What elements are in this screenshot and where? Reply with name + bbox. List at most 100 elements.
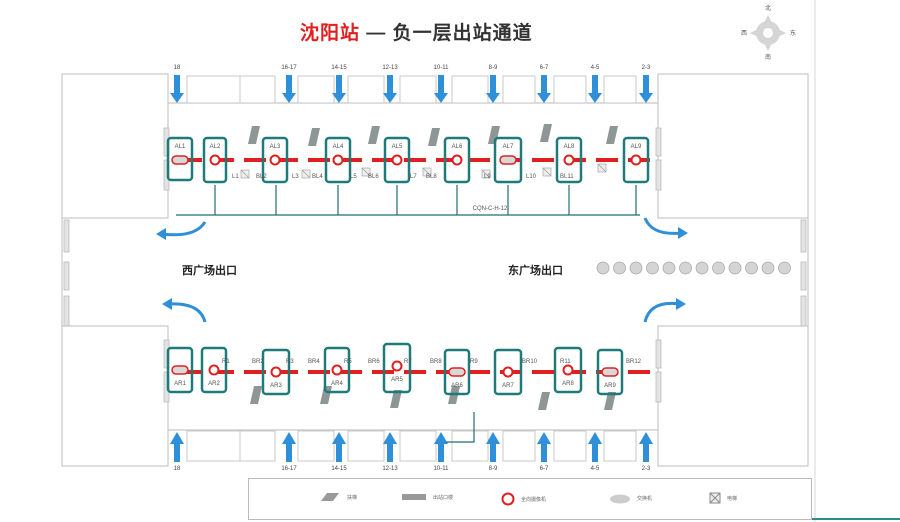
stair-block — [399, 75, 437, 104]
small-label: L3 — [292, 174, 299, 180]
up-arrow-icon — [592, 442, 598, 462]
camera-frame — [261, 348, 291, 396]
escalator-icon — [390, 390, 402, 408]
camera-point: AR5 — [382, 342, 412, 394]
stair-icon — [402, 494, 426, 500]
down-arrow-head — [383, 93, 397, 103]
small-label: BR10 — [522, 359, 538, 365]
camera-frame — [383, 136, 411, 184]
stair-block — [603, 430, 637, 462]
down-arrow-head — [282, 93, 296, 103]
camera-point: AR1 — [166, 346, 194, 394]
up-arrow-icon — [490, 442, 496, 462]
small-label: L5 — [350, 174, 357, 180]
top-stair-num: 6-7 — [540, 65, 549, 71]
legend-item-stair: 出站口楼 — [401, 492, 453, 502]
bottom-stair-numbers: 18 16-17 14-15 12-13 10-11 8-9 6-7 4-5 2… — [174, 466, 651, 472]
down-arrow-icon — [336, 75, 342, 95]
camera-point: AR7 — [493, 348, 523, 396]
turnstile-icon — [662, 261, 676, 275]
small-label: R3 — [286, 359, 294, 365]
turnstile-icon — [695, 261, 709, 275]
camera-label: AR1 — [174, 381, 186, 387]
up-arrow-head — [332, 432, 346, 444]
escalator-icon — [428, 128, 440, 146]
down-arrow-icon — [174, 75, 180, 95]
camera-point-icon — [209, 154, 221, 166]
camera-point-icon — [563, 154, 575, 166]
up-arrow-icon — [643, 442, 649, 462]
camera-point-icon — [270, 366, 282, 378]
camera-point: AR2 — [200, 346, 228, 394]
camera-frame — [200, 346, 228, 394]
small-label: BR8 — [430, 359, 442, 365]
box-icon-line — [481, 169, 491, 179]
camera-point-icon — [391, 154, 403, 166]
camera-frame — [622, 136, 650, 184]
down-arrow-head — [588, 93, 602, 103]
camera-frame — [443, 136, 471, 184]
up-arrow-head — [588, 432, 602, 444]
escalator-icon — [540, 124, 552, 142]
up-arrow-head — [383, 432, 397, 444]
down-arrow-head — [639, 93, 653, 103]
escalator-icon — [250, 386, 262, 404]
box-icon-line — [240, 169, 250, 179]
bottom-cable — [446, 412, 475, 443]
cloud-icon — [610, 494, 630, 504]
turnstile-icon — [712, 261, 725, 275]
camera-point-icon — [562, 364, 574, 376]
bottom-stair-num: 2-3 — [642, 466, 651, 472]
stair-block — [502, 430, 536, 462]
turnstile-icon — [728, 261, 742, 275]
small-label: BL8 — [426, 174, 437, 180]
camera-point: AR8 — [553, 346, 583, 394]
bottom-stair-num: 14-15 — [331, 466, 347, 472]
turnstile-icon — [745, 261, 758, 275]
escalator-icon — [488, 126, 500, 144]
small-label: L9 — [484, 174, 491, 180]
camera-point: AL8 — [555, 136, 583, 184]
escalator-icon — [368, 126, 380, 144]
small-label: BL2 — [256, 174, 267, 180]
stair-block — [451, 75, 489, 104]
legend-label: 扶梯 — [347, 494, 358, 501]
camera-label: AR5 — [391, 377, 403, 383]
east-exit-arrow-icon — [643, 217, 688, 323]
bottom-stair-num: 6-7 — [540, 466, 549, 472]
top-stair-num: 14-15 — [331, 65, 347, 71]
stair-block — [553, 75, 587, 104]
camera-label: AL5 — [392, 144, 403, 150]
camera-point-icon — [332, 154, 344, 166]
camera-point-icon — [501, 492, 515, 506]
small-label: R11 — [560, 359, 571, 365]
turnstile-icon — [778, 261, 791, 275]
camera-label: AL3 — [270, 144, 281, 150]
camera-point-icon — [171, 155, 189, 165]
cable-label: CQN-C-H-12 — [473, 206, 508, 212]
bottom-stair-num: 16-17 — [281, 466, 297, 472]
camera-point-icon — [451, 154, 463, 166]
escalator-icon — [308, 128, 320, 146]
up-arrow-head — [282, 432, 296, 444]
box-icon-line — [597, 163, 607, 173]
small-label: BR4 — [308, 359, 320, 365]
camera-label: AL2 — [210, 144, 221, 150]
up-arrow-head — [434, 432, 448, 444]
small-label: BL6 — [368, 174, 379, 180]
escalator-icon — [320, 386, 332, 404]
camera-frame — [493, 348, 523, 396]
up-arrow-icon — [174, 442, 180, 462]
down-arrow-icon — [592, 75, 598, 95]
up-arrow-head — [537, 432, 551, 444]
camera-frame — [443, 348, 471, 396]
camera-label: AR4 — [331, 381, 343, 387]
title-rest: — 负一层出站通道 — [360, 23, 533, 44]
camera-point-icon — [601, 367, 619, 377]
camera-label: AR9 — [604, 383, 616, 389]
escalator-icon — [321, 493, 339, 501]
